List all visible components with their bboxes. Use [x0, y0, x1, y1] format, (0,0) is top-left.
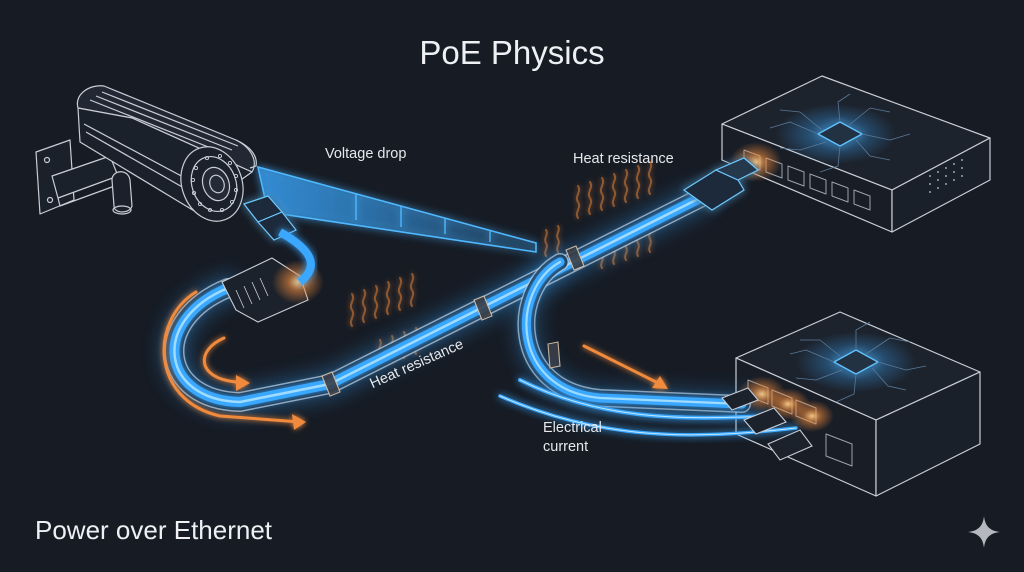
rj45-connector-injector: [721, 387, 813, 461]
camera-cable-loop: [278, 228, 315, 286]
heat-waves: [349, 161, 653, 367]
electrical-current-line1: Electrical: [543, 420, 602, 436]
page-title: PoE Physics: [419, 34, 605, 71]
port-hotspot-bottom-3: [790, 400, 834, 432]
footer-subtitle: Power over Ethernet: [35, 515, 273, 545]
connector-hotspot: [272, 260, 324, 304]
electrical-current-line2: current: [543, 439, 589, 455]
security-camera-icon: [35, 85, 257, 222]
voltage-drop-label: Voltage drop: [325, 146, 407, 162]
ethernet-cable: [161, 185, 798, 437]
heat-resistance-label-top: Heat resistance: [573, 151, 674, 167]
current-flow-arrows: [162, 290, 662, 424]
arrowheads: [236, 375, 668, 430]
sparkle-icon: [968, 516, 1000, 548]
network-switch-icon: [721, 75, 991, 233]
voltage-drop-gauge: [256, 165, 537, 253]
electrical-current-label: Electrical current: [543, 419, 633, 457]
cable-sleeves: [321, 245, 585, 397]
